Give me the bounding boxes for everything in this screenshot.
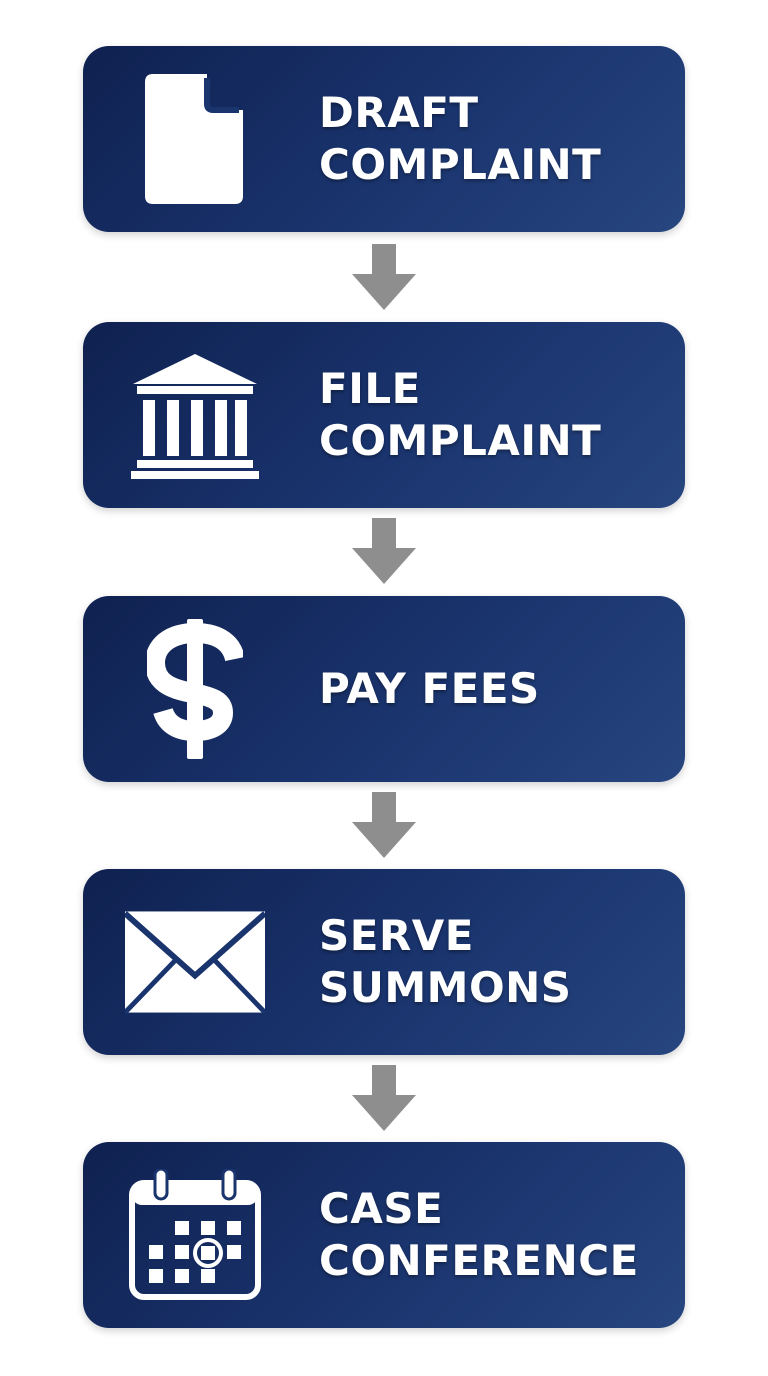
step-label: CASE CONFERENCE bbox=[319, 1142, 669, 1328]
dollar-icon bbox=[125, 619, 265, 759]
courthouse-icon bbox=[125, 345, 265, 485]
step-pay-fees: PAY FEES bbox=[83, 596, 685, 782]
step-draft-complaint: DRAFT COMPLAINT bbox=[83, 46, 685, 232]
arrow-down-icon bbox=[352, 518, 416, 584]
step-label: FILE COMPLAINT bbox=[319, 322, 669, 508]
step-label-line: CASE bbox=[319, 1184, 444, 1233]
step-label-line: SERVE bbox=[319, 911, 474, 960]
step-label-line: COMPLAINT bbox=[319, 140, 602, 189]
step-label: DRAFT COMPLAINT bbox=[319, 46, 669, 232]
step-label: SERVE SUMMONS bbox=[319, 869, 669, 1055]
step-label-line: SUMMONS bbox=[319, 963, 572, 1012]
document-icon bbox=[125, 69, 265, 209]
envelope-icon bbox=[125, 892, 265, 1032]
step-label-line: DRAFT bbox=[319, 88, 479, 137]
step-label: PAY FEES bbox=[319, 596, 669, 782]
step-label-line: CONFERENCE bbox=[319, 1236, 639, 1285]
arrow-down-icon bbox=[352, 1065, 416, 1131]
calendar-icon bbox=[125, 1165, 265, 1305]
step-serve-summons: SERVE SUMMONS bbox=[83, 869, 685, 1055]
step-label-line: COMPLAINT bbox=[319, 416, 602, 465]
step-label-line: PAY FEES bbox=[319, 664, 540, 713]
arrow-down-icon bbox=[352, 244, 416, 310]
step-case-conference: CASE CONFERENCE bbox=[83, 1142, 685, 1328]
arrow-down-icon bbox=[352, 792, 416, 858]
step-label-line: FILE bbox=[319, 364, 421, 413]
step-file-complaint: FILE COMPLAINT bbox=[83, 322, 685, 508]
